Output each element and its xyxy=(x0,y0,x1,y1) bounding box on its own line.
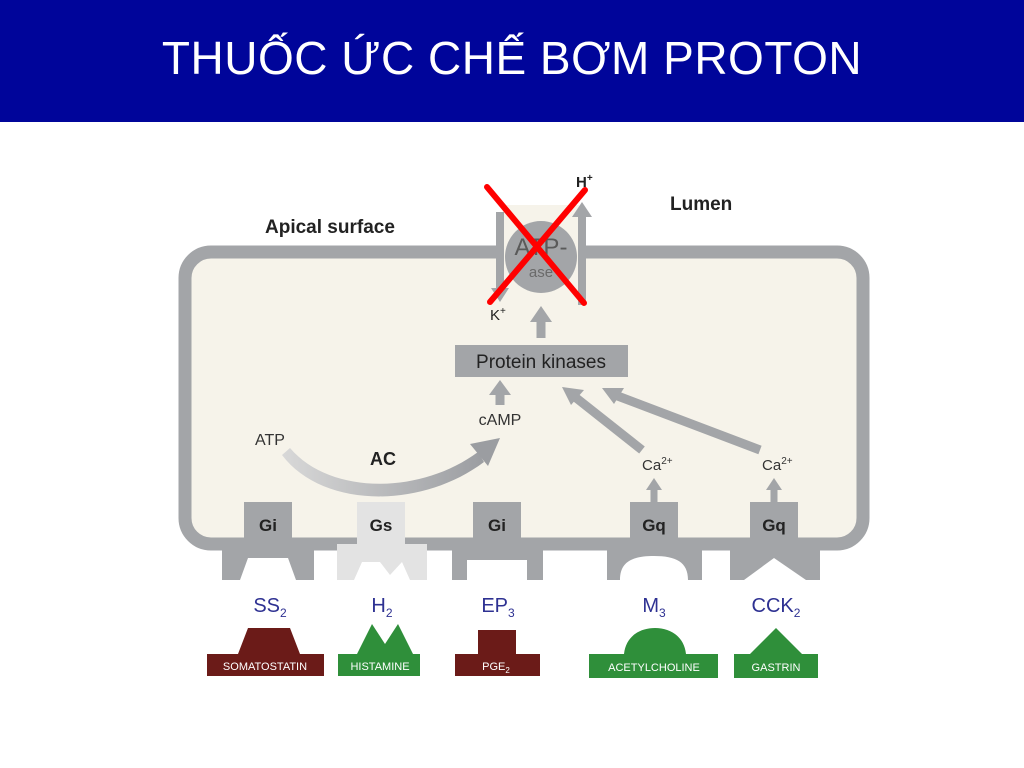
title-bar: THUỐC ỨC CHẾ BƠM PROTON xyxy=(0,0,1024,122)
receptor-label: EP3 xyxy=(481,595,515,620)
g-protein-box xyxy=(244,502,292,544)
receptor-row xyxy=(222,544,820,580)
h-ion-arrow xyxy=(572,202,592,217)
histamine-ligand xyxy=(338,624,420,676)
g-protein-label: Gs xyxy=(370,516,393,535)
gq-to-calcium-arrow-2 xyxy=(766,478,782,490)
ligand-label: GASTRIN xyxy=(752,662,801,674)
gastrin-ligand xyxy=(734,628,818,678)
g-protein-box xyxy=(630,502,678,544)
g-protein-label: Gi xyxy=(259,516,277,535)
receptor-label: M3 xyxy=(642,595,666,620)
ep3-receptor xyxy=(452,544,543,580)
h2-receptor xyxy=(337,544,427,580)
g-protein-label: Gq xyxy=(642,516,666,535)
ligand-label: ACETYLCHOLINE xyxy=(608,662,700,674)
lumen-label: Lumen xyxy=(670,194,732,215)
ss2-receptor xyxy=(222,544,314,580)
calcium-label-1: Ca2+ xyxy=(642,456,673,474)
ca-to-kinase-arrow-2 xyxy=(602,388,624,404)
h-ion-label: H+ xyxy=(576,173,593,191)
g-protein-label: Gq xyxy=(762,516,786,535)
ligand-label: PGE2 xyxy=(482,661,510,675)
ligand-label: SOMATOSTATIN xyxy=(223,661,307,673)
camp-label: cAMP xyxy=(479,412,522,429)
camp-to-kinase-arrow xyxy=(489,380,511,395)
cck2-receptor xyxy=(730,544,820,580)
g-protein-label: Gi xyxy=(488,516,506,535)
ligand-row: SOMATOSTATIN HISTAMINE PGE2 ACETYLCHOLIN… xyxy=(207,624,818,678)
g-protein-box xyxy=(357,502,405,544)
g-protein-box xyxy=(750,502,798,544)
adenylyl-cyclase-arrow xyxy=(282,448,484,497)
ca-to-kinase-arrow-1 xyxy=(562,387,584,405)
receptor-label: H2 xyxy=(371,595,392,620)
pge2-ligand xyxy=(455,630,540,676)
protein-kinases-box xyxy=(455,345,628,377)
kinase-to-pump-arrow xyxy=(530,306,552,322)
k-ion-label: K+ xyxy=(490,306,506,324)
calcium-label-2: Ca2+ xyxy=(762,456,793,474)
receptor-labels: SS2 H2 EP3 M3 CCK2 xyxy=(253,595,800,620)
gq-to-calcium-arrow-1 xyxy=(646,478,662,490)
somatostatin-ligand xyxy=(207,628,324,676)
apical-surface-label: Apical surface xyxy=(265,217,395,238)
ac-label: AC xyxy=(370,449,396,469)
pump-label-2: ase xyxy=(529,264,553,281)
g-protein-box xyxy=(473,502,521,544)
inhibition-cross-icon xyxy=(484,184,588,306)
receptor-label: CCK2 xyxy=(752,595,801,620)
acetylcholine-ligand xyxy=(589,628,718,678)
g-protein-row: Gi Gs Gi Gq Gq xyxy=(244,502,798,544)
m3-receptor xyxy=(607,544,702,580)
atp-label: ATP xyxy=(255,432,285,449)
protein-kinases-label: Protein kinases xyxy=(476,352,606,373)
slide-title: THUỐC ỨC CHẾ BƠM PROTON xyxy=(161,32,863,84)
ligand-label: HISTAMINE xyxy=(350,661,409,673)
receptor-label: SS2 xyxy=(253,595,287,620)
